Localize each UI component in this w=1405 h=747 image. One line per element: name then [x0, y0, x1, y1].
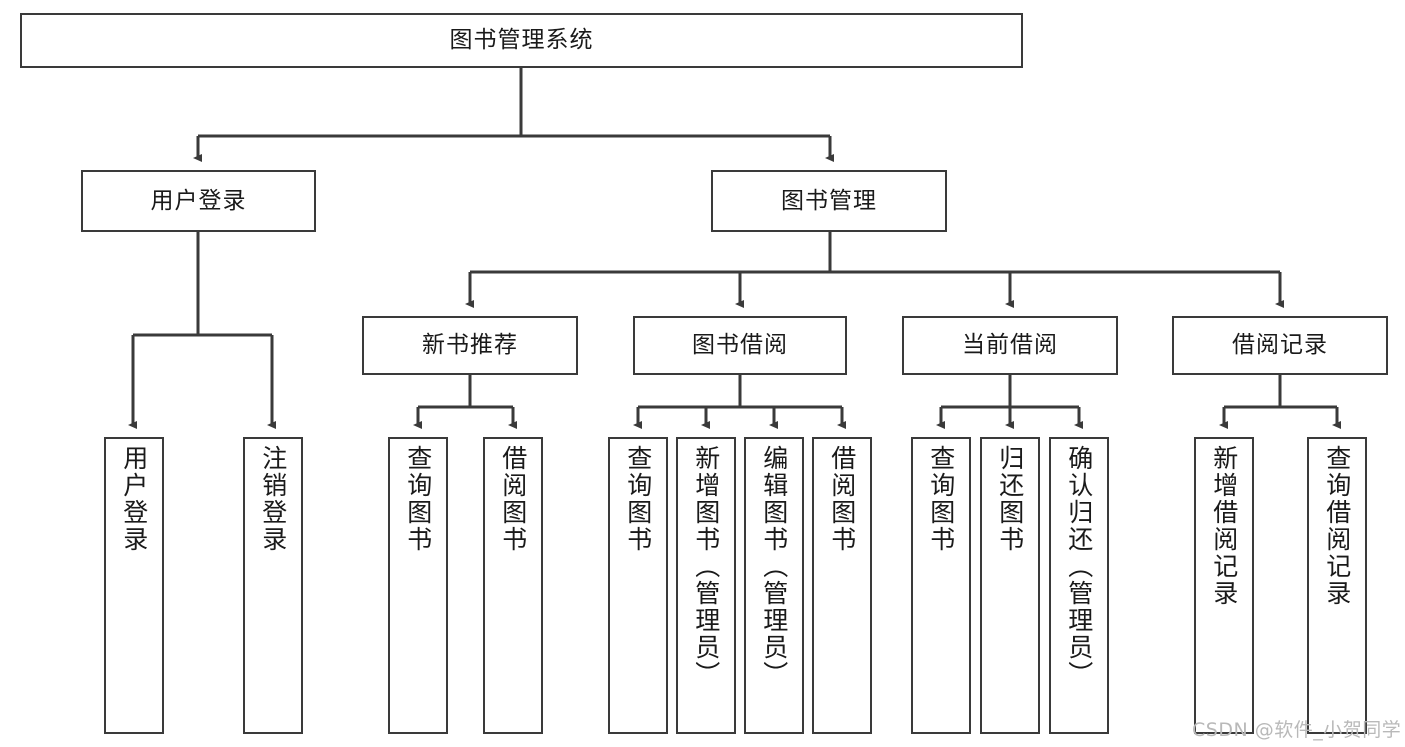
- node-label: 图书借阅: [692, 332, 788, 359]
- node-label: 归还图书: [995, 445, 1025, 553]
- node-new-book-recommend[interactable]: 新书推荐: [362, 316, 578, 375]
- node-book-management[interactable]: 图书管理: [711, 170, 947, 232]
- leaf-query-book-borrow[interactable]: 查询图书: [608, 437, 668, 734]
- node-label: 图书管理系统: [449, 27, 594, 54]
- node-borrow-record[interactable]: 借阅记录: [1172, 316, 1388, 375]
- leaf-query-book-current[interactable]: 查询图书: [911, 437, 971, 734]
- node-label: 借阅图书: [498, 445, 528, 553]
- node-label: 借阅记录: [1232, 332, 1328, 359]
- node-label: 查询图书: [623, 445, 653, 553]
- node-label: 查询图书: [403, 445, 433, 553]
- node-label: 当前借阅: [962, 332, 1058, 359]
- leaf-confirm-return-admin[interactable]: 确认归还（管理员）: [1049, 437, 1109, 734]
- leaf-add-borrow-record[interactable]: 新增借阅记录: [1194, 437, 1254, 734]
- node-label: 注销登录: [258, 445, 288, 553]
- leaf-return-book[interactable]: 归还图书: [980, 437, 1040, 734]
- leaf-user-login[interactable]: 用户登录: [104, 437, 164, 734]
- leaf-borrow-book-recommend[interactable]: 借阅图书: [483, 437, 543, 734]
- node-label: 图书管理: [781, 187, 877, 214]
- leaf-query-borrow-record[interactable]: 查询借阅记录: [1307, 437, 1367, 734]
- node-label: 查询借阅记录: [1322, 445, 1352, 607]
- node-user-login[interactable]: 用户登录: [81, 170, 316, 232]
- node-label: 用户登录: [119, 445, 149, 553]
- node-label: 新书推荐: [422, 332, 518, 359]
- leaf-user-logout[interactable]: 注销登录: [243, 437, 303, 734]
- leaf-borrow-book[interactable]: 借阅图书: [812, 437, 872, 734]
- leaf-edit-book-admin[interactable]: 编辑图书（管理员）: [744, 437, 804, 734]
- node-label: 编辑图书（管理员）: [759, 445, 789, 688]
- node-current-borrow[interactable]: 当前借阅: [902, 316, 1118, 375]
- node-book-borrow[interactable]: 图书借阅: [633, 316, 847, 375]
- node-label: 新增借阅记录: [1209, 445, 1239, 607]
- node-label: 查询图书: [926, 445, 956, 553]
- node-root-system[interactable]: 图书管理系统: [20, 13, 1023, 68]
- leaf-add-book-admin[interactable]: 新增图书（管理员）: [676, 437, 736, 734]
- node-label: 用户登录: [150, 187, 247, 214]
- leaf-query-book-recommend[interactable]: 查询图书: [388, 437, 448, 734]
- node-label: 借阅图书: [827, 445, 857, 553]
- node-label: 新增图书（管理员）: [691, 445, 721, 688]
- node-label: 确认归还（管理员）: [1064, 445, 1094, 688]
- watermark: CSDN @软件_小贺同学: [1192, 719, 1402, 741]
